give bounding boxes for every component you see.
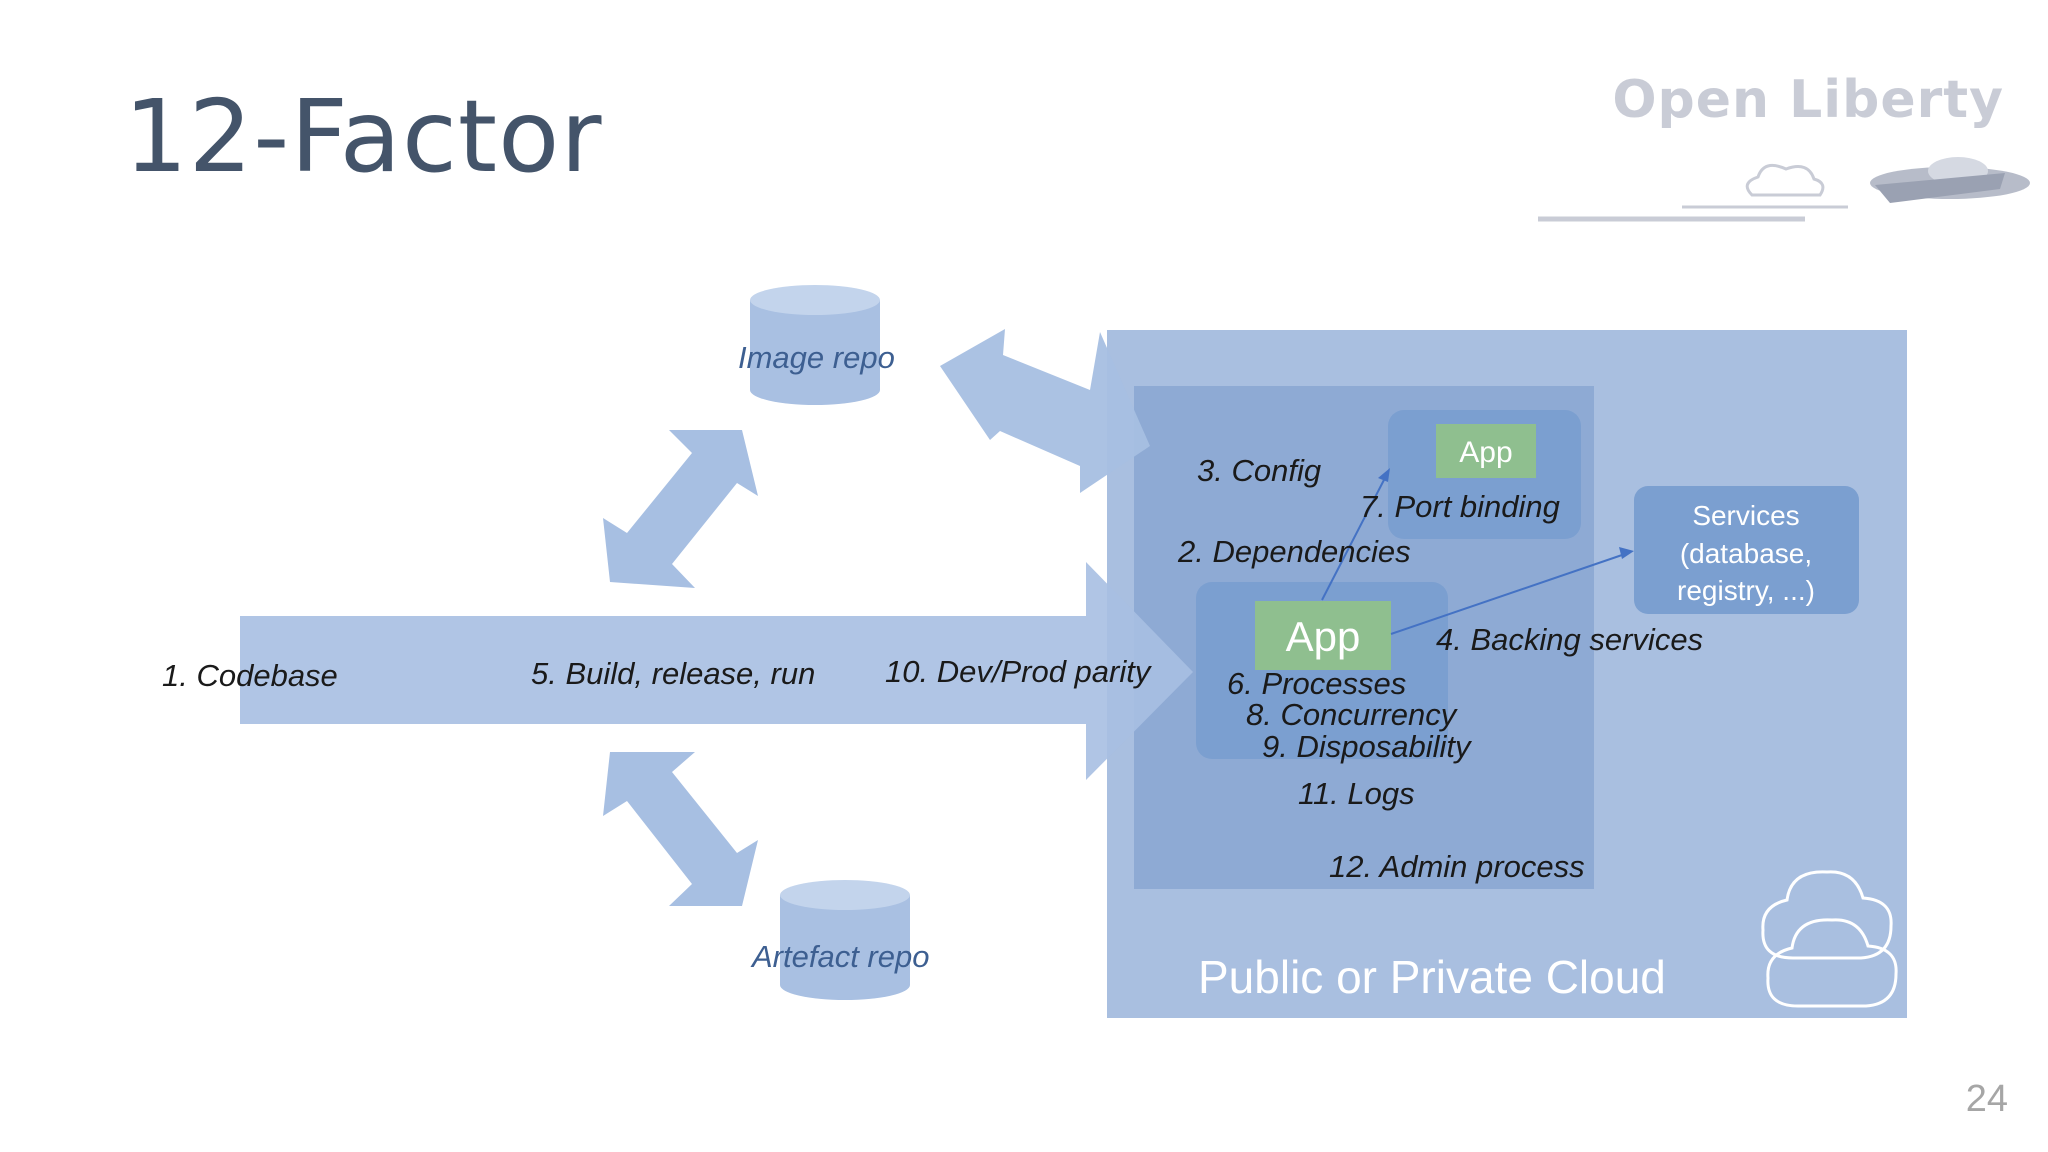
artefact-repo-cylinder: [780, 880, 910, 1000]
cloud-icon: [1761, 870, 1898, 1008]
factor-admin-process: 12. Admin process: [1329, 849, 1585, 884]
pipeline-arrow: [240, 562, 1193, 780]
services-label-line-2: (database,: [1680, 538, 1812, 569]
small-app-box: [1436, 424, 1536, 478]
image-repo-label: Image repo: [738, 340, 895, 375]
services-label-line-1: Services: [1692, 500, 1799, 531]
image-repo-cylinder: [750, 285, 880, 405]
cloud-label: Public or Private Cloud: [1198, 951, 1666, 1003]
factor-disposability: 9. Disposability: [1262, 729, 1473, 764]
factor-dependencies: 2. Dependencies: [1177, 534, 1411, 569]
services-label-line-3: registry, ...): [1677, 575, 1815, 606]
factor-codebase: 1. Codebase: [162, 658, 338, 693]
logo-text: Open Liberty: [1612, 70, 2004, 130]
main-app-box: [1255, 601, 1391, 670]
services-box: [1634, 486, 1859, 614]
factor-processes: 6. Processes: [1227, 666, 1406, 701]
cloud-image-double-arrow: [940, 329, 1150, 493]
backing-services-connector: [1390, 547, 1634, 635]
slide-title: 12-Factor: [124, 78, 603, 195]
spaceship-icon: [1538, 157, 2030, 222]
factor-build-release-run: 5. Build, release, run: [531, 656, 815, 691]
build-image-double-arrow: [603, 430, 758, 588]
small-app-label: App: [1459, 436, 1512, 469]
factor-concurrency: 8. Concurrency: [1246, 697, 1459, 732]
port-binding-connector: [1321, 468, 1390, 601]
factor-port-binding: 7. Port binding: [1360, 489, 1560, 524]
main-app-label: App: [1286, 613, 1361, 660]
page-number: 24: [1965, 1078, 2008, 1120]
artefact-repo-label: Artefact repo: [750, 939, 929, 974]
factor-logs: 11. Logs: [1298, 776, 1415, 811]
factor-config: 3. Config: [1197, 453, 1321, 488]
factor-backing-services: 4. Backing services: [1436, 622, 1703, 657]
build-artefact-double-arrow: [603, 752, 758, 906]
factor-dev-prod-parity: 10. Dev/Prod parity: [885, 654, 1153, 689]
